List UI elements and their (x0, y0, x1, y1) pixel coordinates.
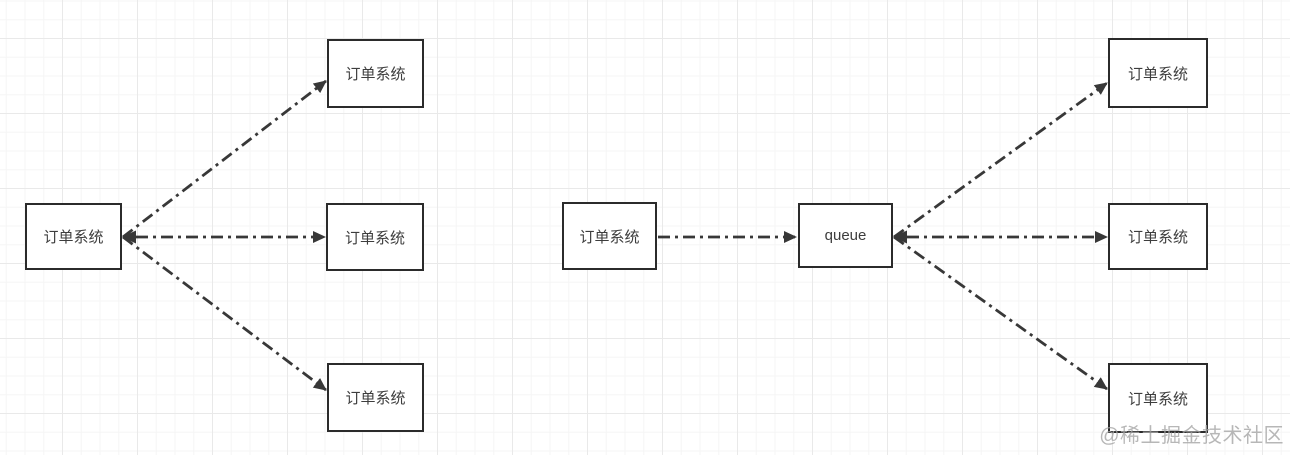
node-label: 订单系统 (1127, 390, 1188, 408)
node-label: 订单系统 (344, 229, 405, 247)
node-label: 订单系统 (43, 229, 104, 246)
node-left-target-bottom: 订单系统 (327, 363, 424, 432)
edge-queue-to-top (893, 81, 1108, 239)
back-arrowhead-queue-icon (893, 230, 907, 244)
edge-left-source-to-top (122, 79, 327, 239)
node-right-target-bottom: 订单系统 (1108, 363, 1208, 433)
edge-queue-to-bottom (893, 235, 1108, 391)
node-right-source: 订单系统 (562, 202, 657, 270)
node-label: 订单系统 (1127, 65, 1188, 83)
node-left-source: 订单系统 (25, 203, 122, 270)
back-arrowhead-left-source-icon (122, 230, 136, 244)
node-right-target-middle: 订单系统 (1108, 203, 1208, 270)
node-right-target-top: 订单系统 (1108, 38, 1208, 108)
node-left-target-middle: 订单系统 (326, 203, 424, 271)
node-left-target-top: 订单系统 (327, 39, 424, 108)
node-queue: queue (798, 203, 893, 268)
node-label: 订单系统 (345, 66, 406, 83)
node-label: queue (824, 227, 867, 244)
node-label: 订单系统 (579, 228, 640, 246)
node-label: 订单系统 (1127, 229, 1188, 246)
edge-left-source-to-bottom (122, 235, 327, 392)
node-label: 订单系统 (345, 390, 406, 407)
